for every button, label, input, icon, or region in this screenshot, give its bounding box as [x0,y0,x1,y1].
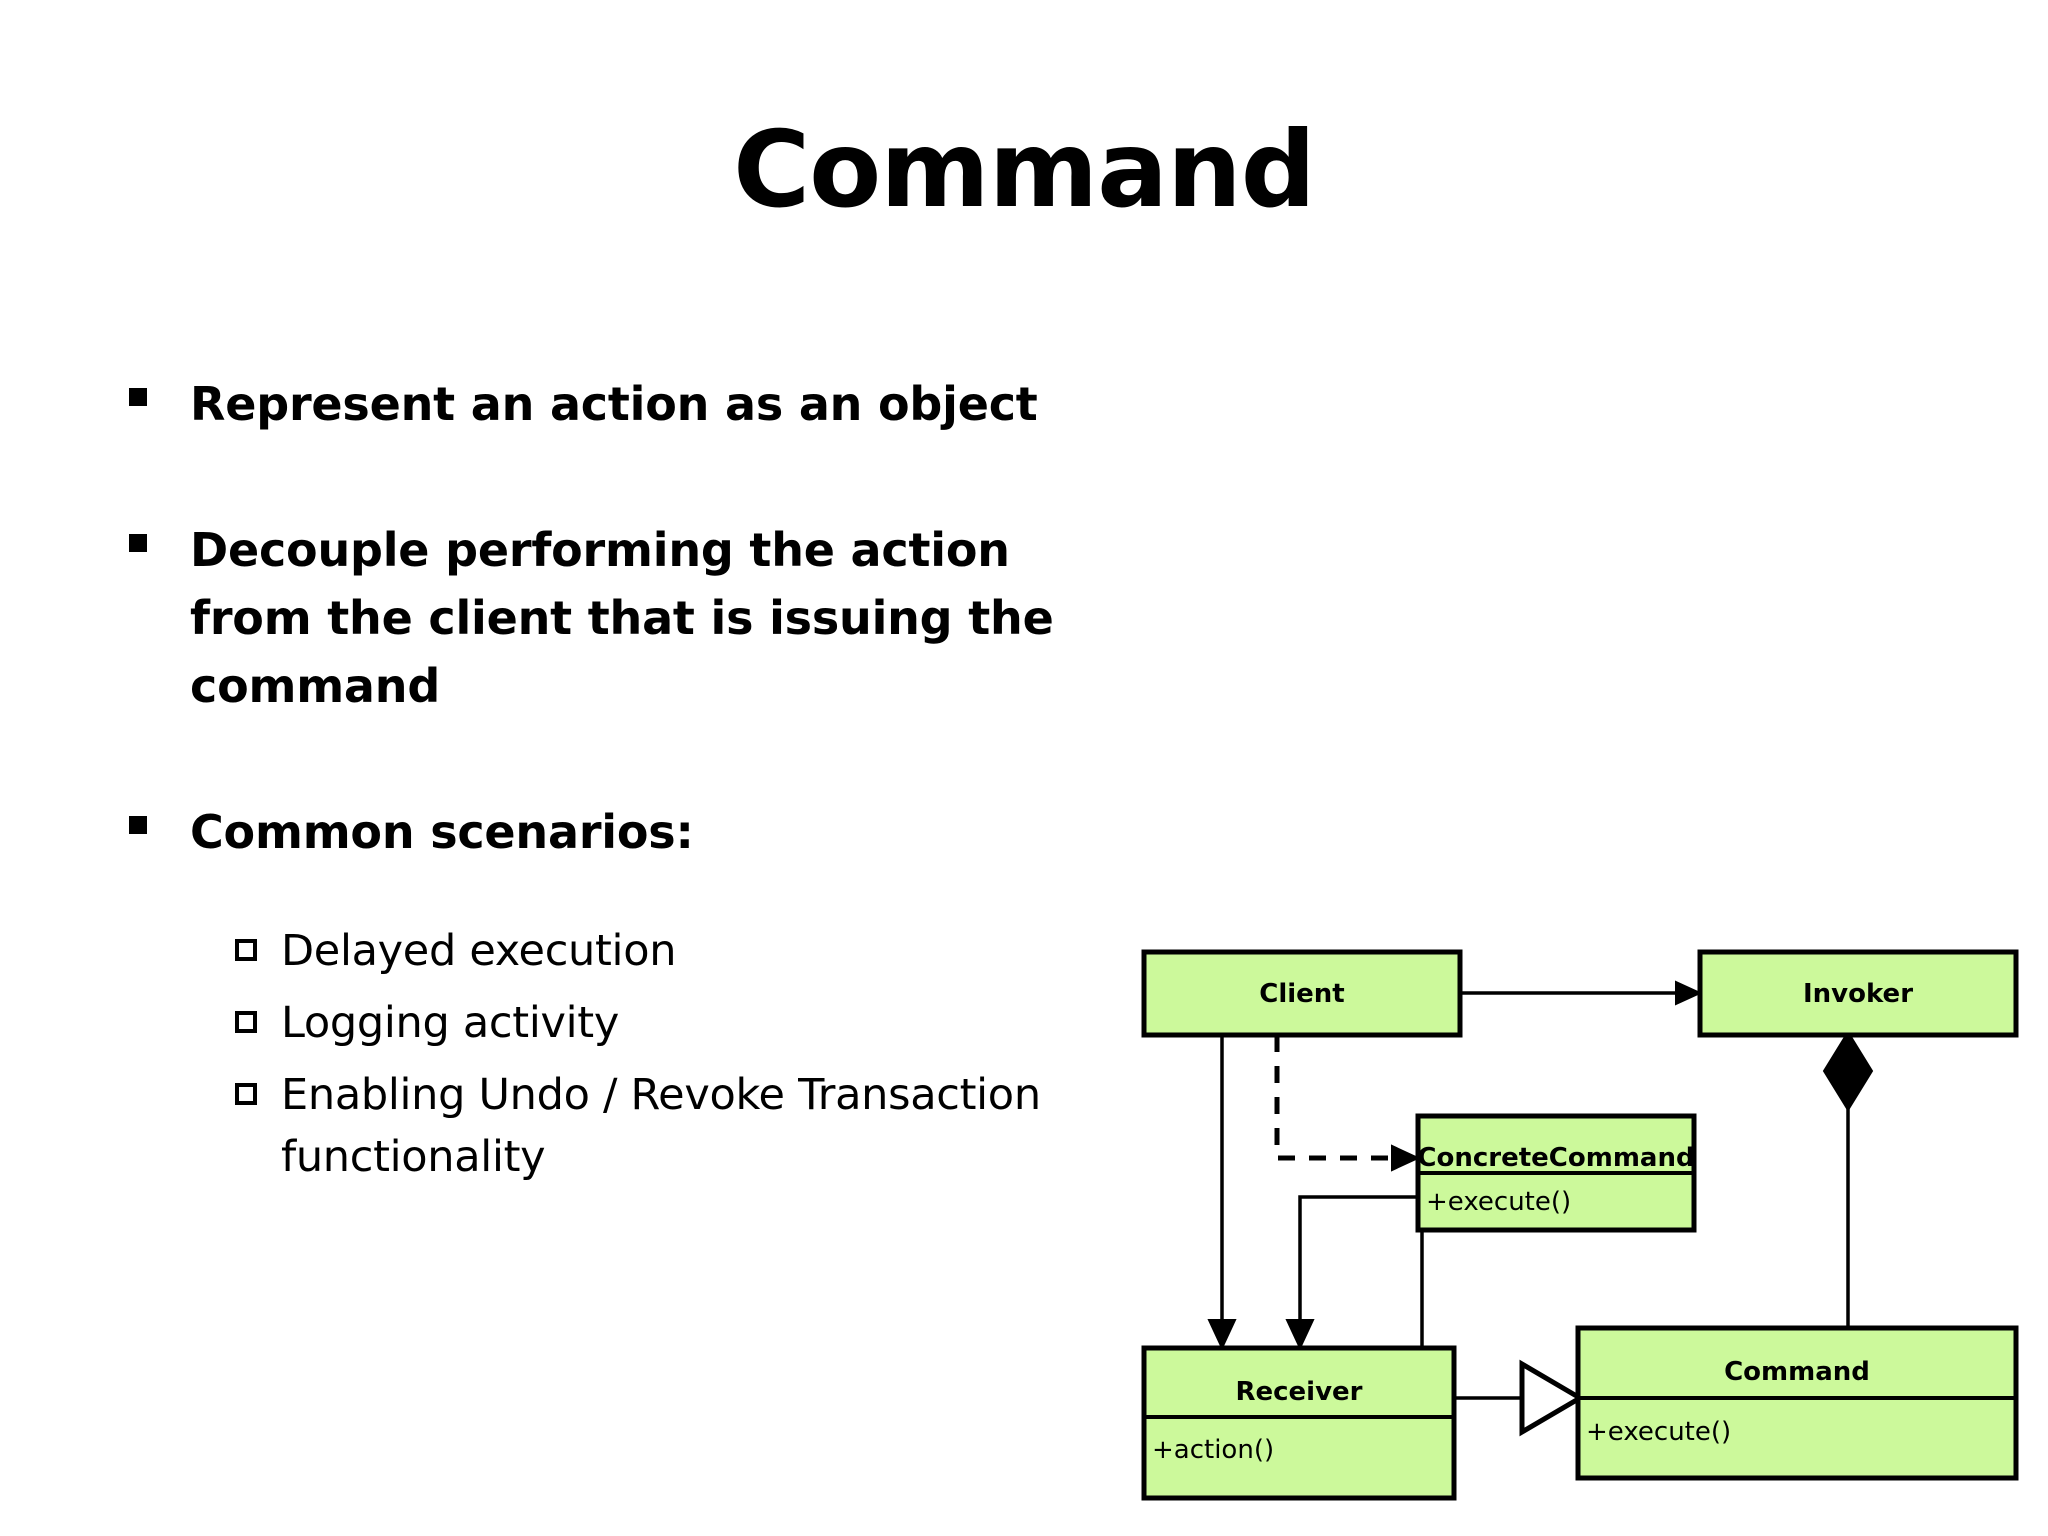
uml-class-name: Client [1259,979,1344,1009]
page-title: Command [733,109,1316,231]
uml-class-name: Receiver [1235,1377,1362,1407]
uml-class-member: +action() [1152,1435,1274,1465]
square-hollow-icon [235,992,281,1054]
sub-bullet-label: Delayed execution [281,926,677,976]
sub-bullet-label: Enabling Undo / Revoke Transaction funct… [281,1070,1041,1182]
uml-class-name: ConcreteCommand [1417,1143,1694,1173]
square-filled-icon [120,370,190,426]
uml-class-name: Command [1724,1357,1870,1387]
list-item: Logging activity [235,992,1165,1054]
bullet-list: Represent an action as an object Decoupl… [120,370,1130,866]
uml-class-invoker[interactable]: Invoker [1697,949,2019,1038]
bullet-label: Represent an action as an object [190,377,1038,431]
uml-class-client[interactable]: Client [1141,949,1463,1038]
uml-class-diagram: Client Invoker ConcreteCommand +execute(… [1130,930,2030,1530]
list-item: Delayed execution [235,920,1165,982]
sub-bullet-list: Delayed execution Logging activity Enabl… [235,920,1165,1198]
uml-class-concretecommand[interactable]: ConcreteCommand +execute() [1415,1113,1697,1233]
relation-client-receiver [1207,1035,1237,1351]
sub-bullet-label: Logging activity [281,998,619,1048]
relation-client-concretecommand [1274,1035,1421,1172]
bullet-label: Decouple performing the action from the … [190,523,1054,713]
relation-client-invoker [1460,980,1703,1006]
uml-class-member: +execute() [1586,1417,1731,1447]
square-hollow-icon [235,920,281,982]
list-item: Decouple performing the action from the … [120,516,1130,720]
uml-class-member: +execute() [1426,1187,1571,1217]
list-item: Represent an action as an object [120,370,1130,438]
uml-class-receiver[interactable]: Receiver +action() [1141,1345,1457,1501]
list-item: Enabling Undo / Revoke Transaction funct… [235,1064,1165,1188]
relation-invoker-command [1822,1030,1874,1330]
relation-concretecommand-receiver [1285,1195,1420,1351]
list-item: Common scenarios: [120,798,1130,866]
uml-class-command[interactable]: Command +execute() [1575,1325,2019,1481]
square-filled-icon [120,798,190,854]
square-filled-icon [120,516,190,572]
uml-class-name: Invoker [1803,979,1913,1009]
square-hollow-icon [235,1064,281,1126]
bullet-label: Common scenarios: [190,805,694,859]
